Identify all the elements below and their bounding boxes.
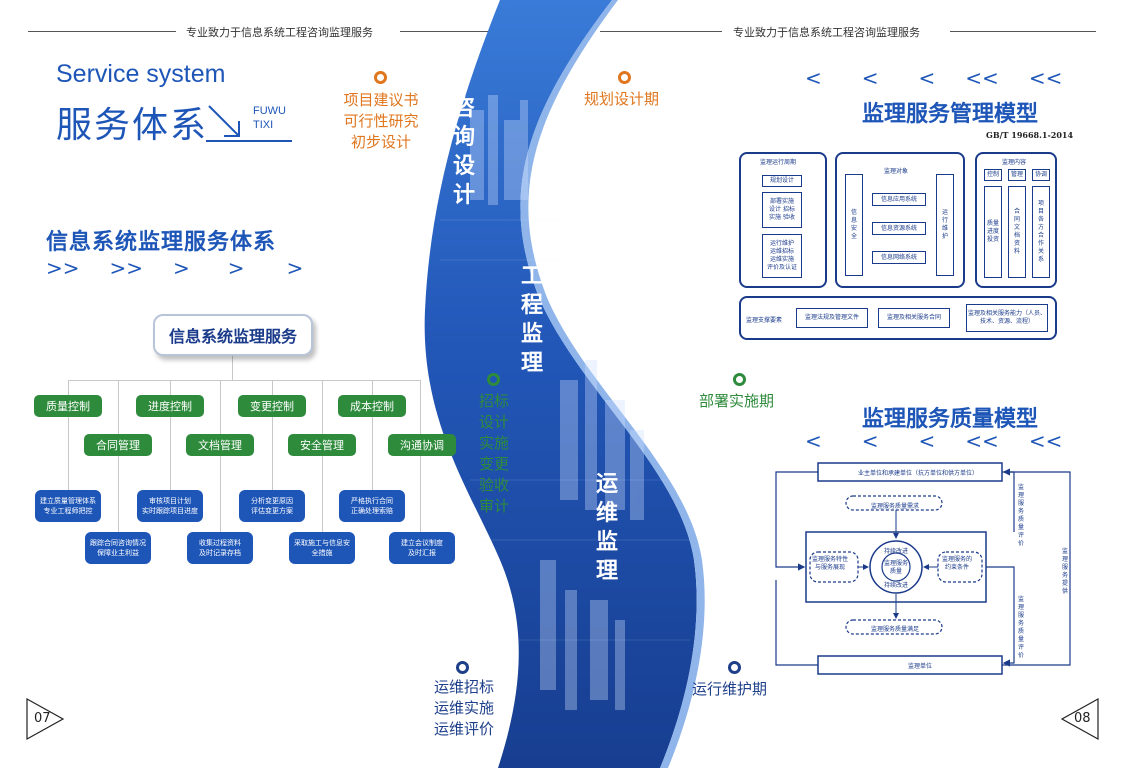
mgmt-content-col2: 合同文档资料 bbox=[1008, 186, 1026, 278]
quality-satisfaction: 监理服务质量满足 bbox=[871, 626, 920, 633]
quality-center-bot: 持续改进 bbox=[884, 582, 909, 589]
quality-center-top: 持续改进 bbox=[884, 548, 909, 555]
page-marker-right bbox=[1060, 697, 1099, 741]
mgmt-cycle-title: 监理运行周期 bbox=[760, 159, 797, 166]
leaf-quality: 建立质量管理体系专业工程师把控 bbox=[35, 490, 101, 522]
node-cost-control: 成本控制 bbox=[338, 395, 406, 417]
left-chevrons: >>>>>>> bbox=[46, 256, 304, 280]
page-number-right: 08 bbox=[1074, 711, 1091, 726]
quality-constraint: 监理服务的约束条件 bbox=[942, 556, 973, 571]
node-schedule-control: 进度控制 bbox=[136, 395, 204, 417]
mgmt-content-coordinate: 协调 bbox=[1032, 169, 1050, 181]
header-text-right: 专业致力于信息系统工程咨询监理服务 bbox=[733, 26, 920, 39]
phase-operation-label: 运行维护期 bbox=[692, 680, 768, 698]
node-safety-mgmt: 安全管理 bbox=[288, 434, 356, 456]
quality-side-provide: 监理服务提供 bbox=[1061, 548, 1068, 595]
node-quality-control: 质量控制 bbox=[34, 395, 102, 417]
node-change-control: 变更控制 bbox=[238, 395, 306, 417]
phase-deployment-label: 部署实施期 bbox=[699, 392, 775, 410]
quality-top: 业主单位和承建单位（抗方单位和供方单位） bbox=[858, 470, 979, 477]
leaf-communication: 建立会议制度及时汇报 bbox=[389, 532, 455, 564]
standard-code: GB/T 19668.1-2014 bbox=[986, 130, 1074, 140]
tree-root: 信息系统监理服务 bbox=[153, 314, 313, 356]
leaf-contract: 跟踪合同咨询情况保障业主利益 bbox=[85, 532, 151, 564]
mgmt-model-title: 监理服务管理模型 bbox=[862, 102, 1039, 127]
mgmt-support-law: 监理法规及管理文件 bbox=[796, 308, 868, 328]
phase-ring-blue-2 bbox=[728, 661, 741, 674]
tree-hbar-ext bbox=[372, 380, 420, 381]
quality-model-title: 监理服务质量模型 bbox=[862, 407, 1039, 432]
mgmt-ops-support: 运行维护 bbox=[936, 174, 954, 276]
mgmt-object-title: 监理对象 bbox=[884, 168, 909, 175]
tree-v-8 bbox=[420, 380, 421, 535]
right-chevrons-top: <<<<<<< bbox=[805, 66, 1063, 90]
leaf-change: 分析变更原因评估变更方案 bbox=[239, 490, 305, 522]
quality-side-eval-2: 监理服务质量评价 bbox=[1017, 596, 1024, 659]
mgmt-ops-box: 运行维护 运维招标 运维实施 评价及认证 bbox=[762, 234, 802, 278]
phase-ring-green-1 bbox=[487, 373, 500, 386]
phase-ring-blue-1 bbox=[456, 661, 469, 674]
node-communication: 沟通协调 bbox=[388, 434, 456, 456]
leaf-document: 收集过程资料及时记录存档 bbox=[187, 532, 253, 564]
mgmt-object-app: 信息应用系统 bbox=[872, 193, 926, 206]
quality-requirement: 监理服务质量需求 bbox=[871, 503, 920, 510]
tree-v-6 bbox=[322, 380, 323, 535]
node-document-mgmt: 文档管理 bbox=[186, 434, 254, 456]
header-rule-left-a bbox=[28, 31, 176, 32]
mgmt-content-col3: 项目各方合作关系 bbox=[1032, 186, 1050, 278]
header-rule-right-b bbox=[950, 31, 1096, 32]
tree-v-3 bbox=[170, 380, 171, 500]
pinyin-underline bbox=[206, 140, 292, 142]
mgmt-support-label: 监理支撑要素 bbox=[746, 317, 783, 324]
header-rule-right-a bbox=[600, 31, 722, 32]
quality-center-mid: 监理服务质量 bbox=[884, 560, 909, 575]
header-text-left: 专业致力于信息系统工程咨询监理服务 bbox=[186, 26, 373, 39]
band-label-consult-design: 咨询设计 bbox=[452, 96, 475, 208]
tree-v-5 bbox=[272, 380, 273, 500]
tree-trunk bbox=[232, 356, 233, 380]
quality-side-eval-1: 监理服务质量评价 bbox=[1017, 484, 1024, 547]
phase-ring-orange-1 bbox=[374, 71, 387, 84]
mgmt-content-control: 控制 bbox=[984, 169, 1002, 181]
mgmt-content-manage: 管理 bbox=[1008, 169, 1026, 181]
phase-planning-label: 规划设计期 bbox=[584, 90, 660, 108]
band-label-ops-supervision: 运维监理 bbox=[595, 472, 618, 584]
page-marker-left bbox=[26, 697, 65, 741]
phase-ring-orange-2 bbox=[618, 71, 631, 84]
diagonal-arrow-icon bbox=[208, 105, 240, 137]
quality-model-diagram bbox=[775, 462, 1071, 675]
mgmt-content-col1: 质量进度投资 bbox=[984, 186, 1002, 278]
mgmt-support-contract: 监理及相关服务合同 bbox=[878, 308, 950, 328]
phase-consult-items: 项目建议书可行性研究初步设计 bbox=[343, 91, 419, 151]
mgmt-object-resource: 信息资源系统 bbox=[872, 222, 926, 235]
phase-ops-items: 运维招标运维实施运维评价 bbox=[433, 678, 494, 738]
tree-v-7 bbox=[372, 380, 373, 500]
tree-v-4 bbox=[220, 380, 221, 535]
mgmt-support-capability: 监理及相关服务能力（人员、技术、资源、流程） bbox=[966, 304, 1048, 332]
mgmt-content-title: 监理内容 bbox=[1002, 159, 1027, 166]
service-system-title-en: Service system bbox=[56, 60, 226, 88]
mgmt-info-security: 信息安全 bbox=[845, 174, 863, 276]
mgmt-deploy-box: 部署实施 设计 招标 实施 验收 bbox=[762, 192, 802, 228]
page-number-left: 07 bbox=[34, 711, 51, 726]
quality-bottom: 监理单位 bbox=[908, 663, 933, 670]
band-label-engineering-supervision: 工程监理 bbox=[520, 264, 543, 376]
quality-feature: 监理服务特性与服务展现 bbox=[812, 556, 849, 571]
left-section-title: 信息系统监理服务体系 bbox=[46, 230, 277, 255]
mgmt-object-network: 信息网络系统 bbox=[872, 251, 926, 264]
right-chevrons-mid: <<<<<<< bbox=[805, 429, 1063, 453]
phase-engineering-items: 招标设计实施变更验收审计 bbox=[478, 392, 509, 515]
leaf-cost: 严格执行合同正确处理索赔 bbox=[339, 490, 405, 522]
node-contract-mgmt: 合同管理 bbox=[84, 434, 152, 456]
phase-ring-green-2 bbox=[733, 373, 746, 386]
mgmt-plan-box: 规划设计 bbox=[762, 175, 802, 187]
leaf-safety: 采取施工与信息安全措施 bbox=[289, 532, 355, 564]
tree-v-2 bbox=[118, 380, 119, 535]
tree-hbar bbox=[68, 380, 376, 381]
tree-v-1 bbox=[68, 380, 69, 500]
service-system-title-cn: 服务体系 bbox=[56, 105, 209, 146]
leaf-schedule: 审核项目计划实时跟踪项目进度 bbox=[137, 490, 203, 522]
